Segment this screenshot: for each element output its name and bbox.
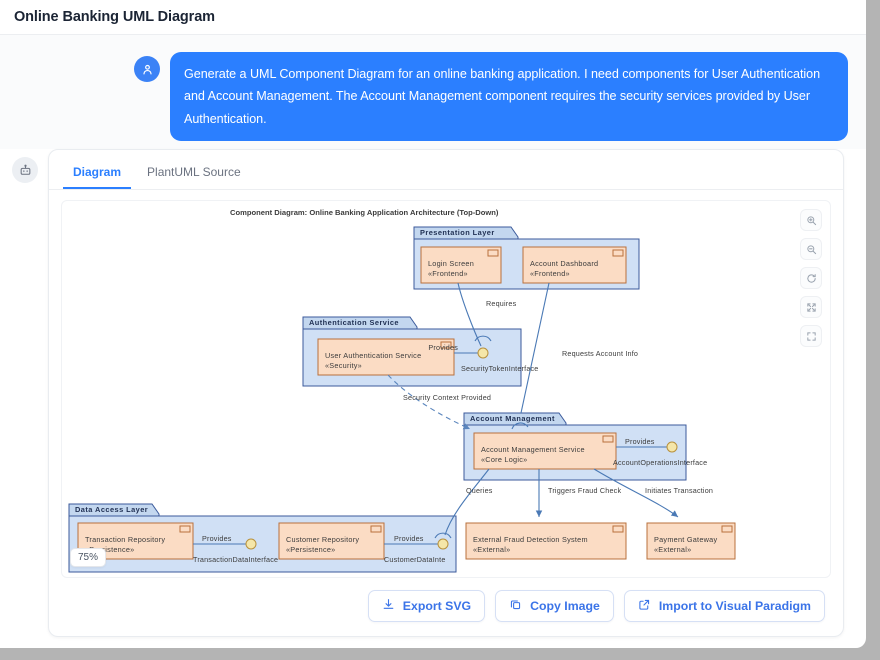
package-label: Account Management: [470, 414, 555, 423]
component-stereotype: «Frontend»: [530, 269, 570, 278]
copy-image-label: Copy Image: [530, 599, 600, 614]
component-stereotype: «Frontend»: [428, 269, 468, 278]
tab-diagram[interactable]: Diagram: [63, 160, 132, 190]
import-to-visual-paradigm-button[interactable]: Import to Visual Paradigm: [623, 590, 825, 623]
interface-securitytokeninterface: Provides SecurityTokenInterface: [428, 343, 538, 373]
interface-accountoperationsinterface: Provides AccountOperationsInterface: [613, 437, 707, 467]
interface-name: TransactionDataInterface: [193, 555, 278, 564]
connector-requires: Requires: [457, 283, 517, 347]
export-svg-button[interactable]: Export SVG: [367, 590, 486, 623]
component-name: Login Screen: [428, 259, 474, 268]
user-message-bubble: Generate a UML Component Diagram for an …: [170, 52, 848, 142]
connector-label: Requests Account Info: [562, 349, 638, 358]
diagram-title: Component Diagram: Online Banking Applic…: [230, 208, 499, 217]
diagram-panel: Diagram PlantUML Source Component Diagra…: [48, 149, 844, 638]
user-avatar-icon: [134, 56, 160, 82]
connector-label: Initiates Transaction: [645, 486, 713, 495]
fit-to-screen-icon[interactable]: [800, 296, 822, 319]
zoom-toolbar: [800, 209, 822, 348]
component-stereotype: «External»: [473, 545, 510, 554]
component-name: External Fraud Detection System: [473, 535, 588, 544]
window-titlebar: Online Banking UML Diagram: [0, 0, 866, 35]
component-stereotype: «Persistence»: [85, 545, 135, 554]
component-customer-repository[interactable]: Customer Repository «Persistence»: [278, 522, 385, 560]
component-transaction-repository[interactable]: Transaction Repository «Persistence»: [77, 522, 194, 560]
connector-requests-account-info: Requests Account Info: [511, 283, 638, 430]
chat-area: Generate a UML Component Diagram for an …: [0, 35, 866, 150]
provides-label: Provides: [394, 534, 424, 543]
connector-label: Triggers Fraud Check: [548, 486, 621, 495]
interface-name: AccountOperationsInterface: [613, 458, 707, 467]
external-link-icon: [638, 598, 651, 614]
interface-transactiondatainterface: Provides TransactionDataInterface: [193, 534, 278, 564]
diagram-canvas[interactable]: Component Diagram: Online Banking Applic…: [61, 200, 831, 579]
component-login-screen[interactable]: Login Screen «Frontend»: [420, 246, 502, 284]
import-label: Import to Visual Paradigm: [658, 599, 811, 614]
provides-label: Provides: [625, 437, 655, 446]
connector-label: Security Context Provided: [403, 393, 491, 402]
panel-actions: Export SVG Copy Image: [49, 586, 843, 636]
connector-security-context-provided: Security Context Provided: [387, 374, 491, 430]
component-stereotype: «External»: [654, 545, 691, 554]
zoom-out-icon[interactable]: [800, 238, 822, 261]
panel-tabs: Diagram PlantUML Source: [49, 150, 843, 191]
copy-image-button[interactable]: Copy Image: [495, 590, 614, 623]
component-stereotype: «Core Logic»: [481, 455, 527, 464]
zoom-in-icon[interactable]: [800, 209, 822, 232]
uml-component-diagram: Component Diagram: Online Banking Applic…: [68, 208, 736, 573]
component-name: User Authentication Service: [325, 351, 421, 360]
connector-queries: Queries: [444, 468, 493, 536]
reset-view-icon[interactable]: [800, 267, 822, 290]
provides-label: Provides: [202, 534, 232, 543]
package-label: Data Access Layer: [75, 505, 148, 514]
tab-plantuml-source[interactable]: PlantUML Source: [147, 165, 241, 180]
component-user-authentication-service[interactable]: User Authentication Service «Security»: [317, 338, 455, 376]
package-label: Authentication Service: [309, 318, 399, 327]
package-label: Presentation Layer: [420, 228, 495, 237]
export-svg-label: Export SVG: [402, 599, 472, 614]
component-stereotype: «Persistence»: [286, 545, 336, 554]
interface-name: SecurityTokenInterface: [461, 364, 539, 373]
component-name: Account Dashboard: [530, 259, 598, 268]
component-payment-gateway[interactable]: Payment Gateway «External»: [646, 522, 736, 560]
component-stereotype: «Security»: [325, 361, 362, 370]
component-account-management-service[interactable]: Account Management Service «Core Logic»: [473, 432, 617, 470]
download-icon: [382, 598, 395, 614]
component-name: Customer Repository: [286, 535, 359, 544]
copy-icon: [509, 598, 522, 614]
component-name: Transaction Repository: [85, 535, 165, 544]
connector-label: Requires: [486, 299, 517, 308]
connector-label: Queries: [466, 486, 493, 495]
interface-customerdatainterface: Provides CustomerDataInte: [384, 532, 452, 564]
component-name: Payment Gateway: [654, 535, 717, 544]
user-message-row: Generate a UML Component Diagram for an …: [18, 52, 848, 142]
component-name: Account Management Service: [481, 445, 585, 454]
connector-triggers-fraud-check: Triggers Fraud Check: [535, 469, 621, 518]
component-account-dashboard[interactable]: Account Dashboard «Frontend»: [522, 246, 627, 284]
connector-initiates-transaction: Initiates Transaction: [593, 468, 713, 518]
bot-avatar-icon: [12, 157, 38, 184]
component-external-fraud-detection-system[interactable]: External Fraud Detection System «Externa…: [465, 522, 627, 560]
fullscreen-icon[interactable]: [800, 325, 822, 348]
provides-label: Provides: [428, 343, 458, 352]
assistant-panel-row: Diagram PlantUML Source Component Diagra…: [0, 149, 866, 638]
zoom-level-badge: 75%: [70, 548, 107, 568]
interface-name: CustomerDataInte: [384, 555, 446, 564]
page-title: Online Banking UML Diagram: [14, 9, 215, 25]
app-window: Online Banking UML Diagram Generate a UM…: [0, 0, 866, 648]
